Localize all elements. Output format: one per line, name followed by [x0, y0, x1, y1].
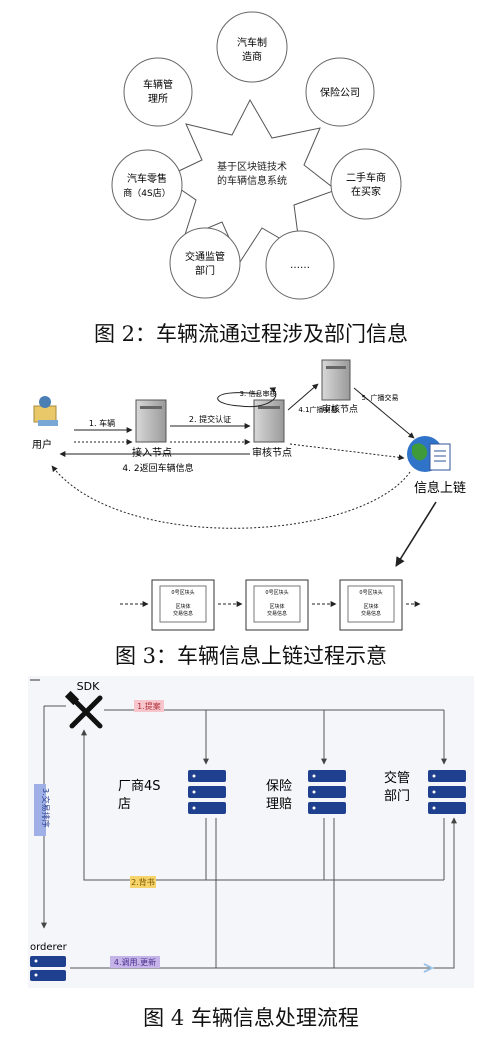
- org2-label-line2: 理赔: [266, 797, 292, 812]
- globe-document-icon: [407, 436, 451, 472]
- step2-label: 2.背书: [131, 877, 155, 887]
- arrow-2-label: 2. 提交认证: [189, 414, 231, 424]
- node-insurance: 保险公司: [305, 57, 375, 127]
- org3-label-line2: 部门: [384, 789, 410, 804]
- arrow-audit-self-loop: [217, 387, 277, 408]
- user-label: 用户: [32, 438, 52, 451]
- block-3-body-1: 区块体: [363, 603, 378, 610]
- org3-server-icon: [428, 770, 466, 814]
- node-manufacturer: 汽车制 造商: [216, 11, 288, 83]
- user-icon: [33, 396, 58, 426]
- access-node-label: 接入节点: [132, 446, 172, 459]
- audit-node-2-label: 审核节点: [322, 403, 358, 415]
- sdk-tools-icon: [64, 690, 103, 729]
- sdk-label: SDK: [77, 680, 100, 693]
- node-manufacturer-line2: 造商: [242, 50, 262, 63]
- center-label-line1: 基于区块链技术: [217, 160, 287, 173]
- arrow-chain-to-blocks: [395, 501, 437, 567]
- figure-2-caption: 图 2：车辆流通过程涉及部门信息: [93, 322, 409, 346]
- block-1-body-1: 区块体: [175, 603, 190, 610]
- audit-node-2-server-icon: [321, 359, 351, 401]
- org2-label-line1: 保险: [266, 779, 292, 794]
- step3-label: 3.交易排序: [41, 788, 51, 828]
- arrow-audit2-to-chain: [353, 387, 415, 439]
- block-3-body-2: 交易信息: [361, 610, 381, 617]
- arrow-chain-to-user-dotted: [51, 465, 411, 529]
- endorse-line: [84, 730, 445, 881]
- node-4s-shop-line1: 汽车零售: [127, 172, 167, 185]
- node-used-car-line2: 在买家: [351, 185, 381, 198]
- arrow-5-label: 5. 广播交易: [362, 393, 399, 402]
- arrow-42-label: 4. 2返回车辆信息: [122, 462, 193, 474]
- org1-server-icon: [188, 770, 226, 814]
- node-used-car: 二手车商 在买家: [330, 148, 402, 220]
- block-2-body-1: 区块体: [269, 603, 284, 610]
- center-label-line2: 的车辆信息系统: [217, 174, 287, 187]
- block-2-body-2: 交易信息: [267, 610, 287, 617]
- faint-arrow-icon: [423, 963, 435, 973]
- node-vehicle-admin-line2: 理所: [148, 93, 168, 105]
- node-traffic-dept-line1: 交通监管: [185, 250, 225, 263]
- node-vehicle-admin-line1: 车辆管: [143, 78, 173, 91]
- arrow-41-label: 4.1广播交易: [298, 405, 337, 414]
- node-traffic-dept-line2: 部门: [195, 264, 215, 277]
- block-chain: 0号区块头 区块体 交易信息 0号区块头 区块体 交易信息 0号区块头 区块体 …: [120, 579, 421, 631]
- node-insurance-line1: 保险公司: [320, 86, 360, 99]
- node-vehicle-admin: 车辆管 理所: [123, 57, 193, 127]
- audit-node-1-server-icon: [253, 399, 285, 443]
- arrow-audit-to-audit2: [287, 383, 319, 411]
- block-3-header: 0号区块头: [359, 589, 382, 596]
- node-traffic-dept: 交通监管 部门: [169, 227, 241, 299]
- orderer-server-icon: [30, 956, 66, 981]
- step1-label: 1.提案: [137, 701, 161, 711]
- arrow-1-label: 1. 车辆: [89, 418, 115, 428]
- access-node-server-icon: [135, 399, 167, 443]
- node-used-car-line1: 二手车商: [346, 171, 386, 184]
- figure-3-diagram: 用户 接入节点 审核节点 审核节点 信息上链 1. 车辆 2. 提交认证 3. …: [26, 354, 470, 632]
- org3-label-line1: 交管: [384, 770, 410, 786]
- block-2-header: 0号区块头: [265, 589, 288, 596]
- node-4s-shop: 汽车零售 商（4S店）: [111, 149, 183, 221]
- org1-label-line2: 店: [118, 797, 131, 812]
- update-line: [70, 818, 455, 969]
- node-others-line1: ……: [290, 260, 310, 271]
- figure-4-caption: 图 4 车辆信息处理流程: [143, 1006, 359, 1030]
- arrow-audit-to-chain-dotted: [289, 443, 405, 461]
- arrow-3-label: 3. 信息审核: [240, 389, 277, 398]
- node-others: ……: [265, 230, 335, 300]
- step4-label: 4.调用.更新: [114, 957, 156, 967]
- figure-3-caption: 图 3：车辆信息上链过程示意: [114, 644, 388, 668]
- node-4s-shop-line2: 商（4S店）: [123, 187, 170, 199]
- figure-2-diagram: 基于区块链技术 的车辆信息系统 汽车制 造商 保险公司 二手车商 在买家 …… …: [100, 2, 402, 302]
- node-manufacturer-line1: 汽车制: [237, 36, 267, 49]
- figure-4-diagram: SDK 1.提案 厂商4S 店 保险 理赔 交管 部门 2.背书 3.交易排序: [28, 676, 474, 988]
- org2-server-icon: [308, 770, 346, 814]
- block-1-body-2: 交易信息: [173, 610, 193, 617]
- chain-label: 信息上链: [414, 480, 466, 496]
- org1-label-line1: 厂商4S: [118, 779, 161, 794]
- orderer-label: orderer: [30, 942, 68, 953]
- block-1-header: 0号区块头: [171, 589, 194, 596]
- audit-node-1-label: 审核节点: [252, 446, 292, 459]
